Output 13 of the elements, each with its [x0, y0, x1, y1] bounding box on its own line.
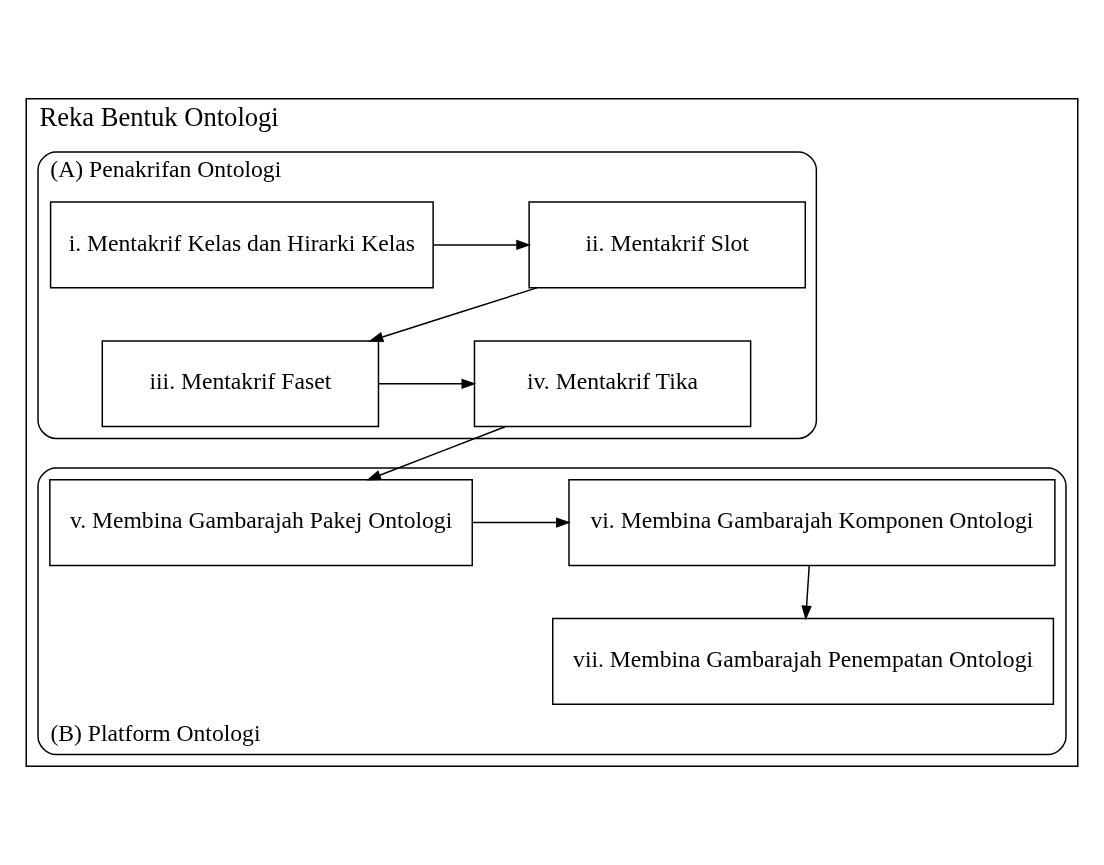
arrow — [432, 239, 532, 251]
node-box: v. Membina Gambarajah Pakej Ontologi — [49, 479, 473, 567]
arrow — [471, 517, 571, 528]
node-box: vii. Membina Gambarajah Penempatan Ontologi — [552, 617, 1055, 705]
arrow — [366, 426, 506, 481]
node-box: vi. Membina Gambarajah Komponen Ontologi — [568, 479, 1056, 567]
node-box: iv. Mentakrif Tika — [473, 340, 752, 428]
arrow — [377, 378, 477, 389]
node-box: ii. Mentakrif Slot — [528, 201, 807, 289]
node-box: iii. Mentakrif Faset — [101, 340, 380, 428]
arrow — [801, 564, 812, 621]
arrow — [368, 287, 538, 342]
node-box: i. Mentakrif Kelas dan Hirarki Kelas — [49, 201, 434, 289]
